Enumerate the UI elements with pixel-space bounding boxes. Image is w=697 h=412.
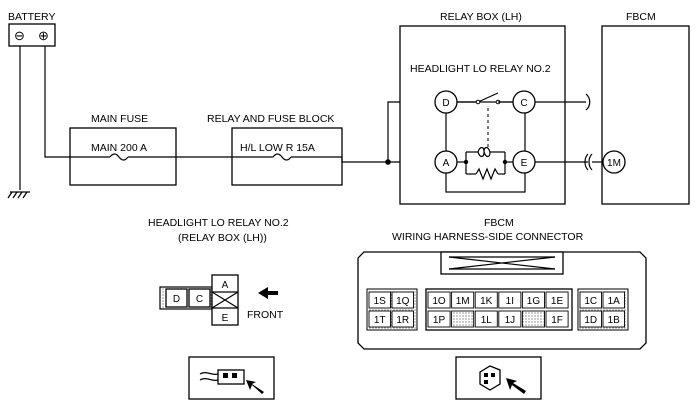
relay-fuse-block-value: H/L LOW R 15A — [240, 142, 315, 154]
relay-connector-pin-d-label: D — [173, 294, 180, 305]
relay-terminal-e-label: E — [521, 158, 528, 169]
fbcm-connector-pin-cell — [368, 310, 391, 328]
fbcm-connector-pin-label: 1E — [551, 296, 564, 307]
fbcm-terminal-1m — [602, 150, 626, 174]
relay-box — [399, 25, 566, 205]
fbcm-connector-pin-cell — [474, 310, 498, 328]
relay-connector-pin-d — [165, 288, 188, 308]
relay-connector-plug-icon — [199, 369, 264, 394]
fbcm-title: FBCM — [626, 11, 656, 23]
fbcm-connector-title-2: WIRING HARNESS-SIDE CONNECTOR — [392, 231, 584, 243]
battery-positive-wire — [44, 46, 70, 158]
relay-fuse-block-title: RELAY AND FUSE BLOCK — [207, 113, 334, 125]
fbcm-connector-pin-cell — [579, 310, 602, 328]
fbcm-connector-pin-cell — [602, 291, 625, 309]
wire-continues-icon — [585, 93, 591, 111]
battery-body — [8, 23, 56, 47]
fbcm-connector-pin-label: 1T — [374, 315, 386, 326]
fbcm-box — [601, 25, 690, 205]
fbcm-connector-pin-cell — [498, 291, 522, 309]
fbcm-connector-pin-label: 1S — [374, 296, 387, 307]
fbcm-connector-pin-cell — [368, 291, 391, 309]
battery-label: BATTERY — [8, 11, 55, 23]
fbcm-connector-pin-label: 1D — [584, 315, 597, 326]
relay-connector-pin-e-label: E — [222, 313, 229, 324]
fbcm-connector-pin-cell — [427, 291, 451, 309]
fbcm-connector-pin-label: 1L — [481, 315, 493, 326]
relay-connector-title-1: HEADLIGHT LO RELAY NO.2 — [148, 217, 289, 229]
fbcm-connector-pin-cell — [521, 291, 545, 309]
fbcm-connector-pin-label: 1J — [505, 315, 516, 326]
fbcm-connector-pin-label: 1B — [608, 315, 621, 326]
fbcm-connector-pin-cell — [545, 291, 569, 309]
battery-minus-icon: ⊖ — [14, 28, 25, 43]
relay-connector-pin-c — [188, 288, 211, 308]
relay-connector-pin-a-label: A — [222, 280, 229, 291]
main-fuse-value: MAIN 200 A — [91, 142, 147, 154]
connector-icon — [584, 153, 593, 171]
fbcm-terminal-1m-label: 1M — [607, 158, 621, 169]
fbcm-connector-pin-cell — [521, 310, 545, 328]
main-fuse-icon — [70, 153, 176, 161]
relay-connector-title-2: (RELAY BOX (LH)) — [178, 232, 267, 244]
fbcm-connector-pin-label: 1K — [480, 296, 493, 307]
fbcm-connector-pin-label: 1M — [456, 296, 470, 307]
relay-box-title: RELAY BOX (LH) — [440, 11, 522, 23]
relay-resistor-icon — [475, 167, 499, 181]
fbcm-connector-pin-label: 1F — [551, 315, 563, 326]
fbcm-connector-pin-label: 1P — [433, 315, 446, 326]
relay-terminal-a — [434, 150, 458, 174]
relay-terminal-d-label: D — [442, 98, 449, 109]
relay-name: HEADLIGHT LO RELAY NO.2 — [410, 63, 551, 75]
relay-terminal-c-label: C — [520, 98, 527, 109]
fbcm-connector-pin-cell — [474, 291, 498, 309]
relay-switch-contact — [477, 92, 499, 103]
front-arrow-icon — [258, 287, 278, 299]
fbcm-connector-pin-cell — [391, 291, 414, 309]
ground-icon — [7, 191, 30, 199]
fbcm-connector-title-1: FBCM — [484, 217, 514, 229]
fbcm-connector-pin-label: 1G — [527, 296, 541, 307]
fbcm-connector-pin-cell — [602, 310, 625, 328]
fbcm-connector-pin-cell — [451, 310, 475, 328]
relay-internal-frame — [445, 101, 526, 193]
fbcm-connector-pin-cell — [498, 310, 522, 328]
fbcm-connector-pin-label: 1O — [432, 296, 446, 307]
relay-terminal-a-label: A — [443, 158, 450, 169]
fbcm-connector-pin-cell — [545, 310, 569, 328]
fbcm-connector-pin-label: 1C — [584, 296, 597, 307]
fbcm-connector-pin-cell — [427, 310, 451, 328]
relay-terminal-d — [434, 90, 458, 114]
fbcm-connector-pin-cell — [451, 291, 475, 309]
fbcm-connector-pin-cell — [579, 291, 602, 309]
front-label: FRONT — [247, 309, 284, 321]
fbcm-connector-pin-label: 1R — [396, 315, 409, 326]
battery-plus-icon: ⊕ — [38, 28, 49, 43]
fuse-15a-icon — [232, 153, 342, 161]
main-fuse-title: MAIN FUSE — [91, 113, 148, 125]
fbcm-connector-pin-label: 1A — [608, 296, 621, 307]
relay-connector-pin-c-label: C — [196, 294, 203, 305]
fbcm-connector-plug-icon — [479, 365, 526, 394]
fbcm-connector-pin-label: 1Q — [396, 296, 410, 307]
fbcm-connector-pin-label: 1I — [506, 296, 514, 307]
fbcm-connector-pin-cell — [391, 310, 414, 328]
battery: BATTERY ⊖ ⊕ — [8, 11, 56, 47]
